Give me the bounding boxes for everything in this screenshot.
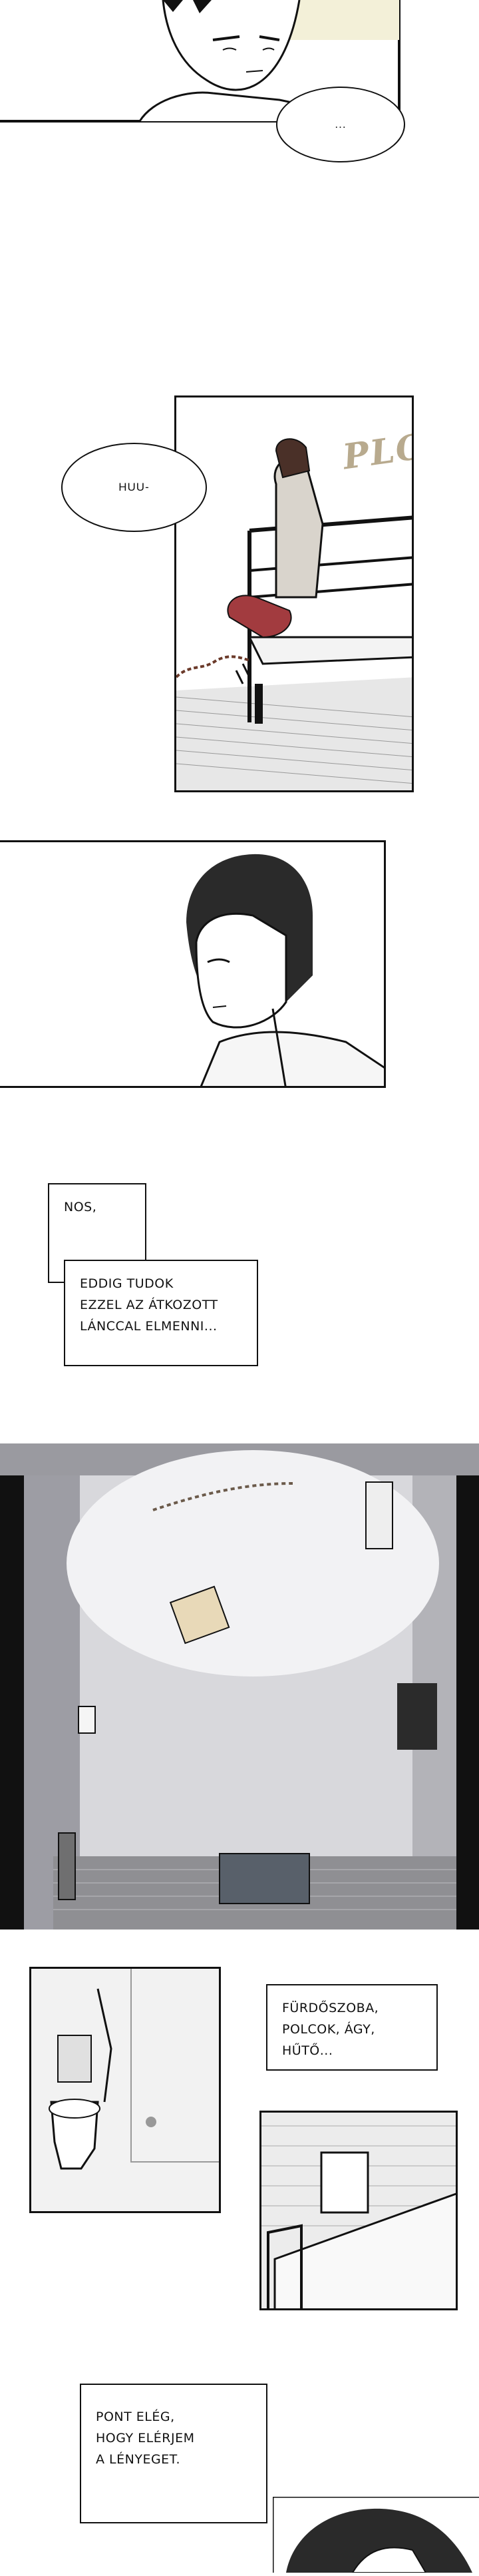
panel-7-art (271, 2495, 479, 2573)
panel-4-room (0, 1443, 479, 1930)
panel-4-art (0, 1443, 479, 1930)
panel-3-art (0, 842, 384, 1086)
panel-5-art (31, 1969, 219, 2211)
speech-text: ... (335, 118, 347, 130)
caption-enough: PONT ELÉG, HOGY ELÉRJEM A LÉNYEGET. (80, 2384, 267, 2523)
panel-7-bottom (271, 2495, 479, 2573)
panel-2-art (176, 397, 412, 790)
caption-chain: EDDIG TUDOK EZZEL AZ ÁTKOZOTT LÁNCCAL EL… (64, 1260, 258, 1366)
speech-text: HUU- (118, 481, 150, 493)
speech-bubble-sigh: HUU- (61, 443, 207, 532)
speech-bubble-ellipsis: ... (276, 87, 405, 162)
panel-6-art (261, 2113, 456, 2308)
panel-1-top: ... (0, 0, 479, 162)
panel-1-art (0, 0, 400, 123)
panel-2-bed: PLOP (174, 395, 414, 792)
panel-5-bathroom (29, 1967, 221, 2213)
caption-rooms: FÜRDŐSZOBA, POLCOK, ÁGY, HŰTŐ... (266, 1984, 438, 2071)
panel-3-face (0, 840, 386, 1088)
panel-6-shelves (259, 2111, 458, 2310)
